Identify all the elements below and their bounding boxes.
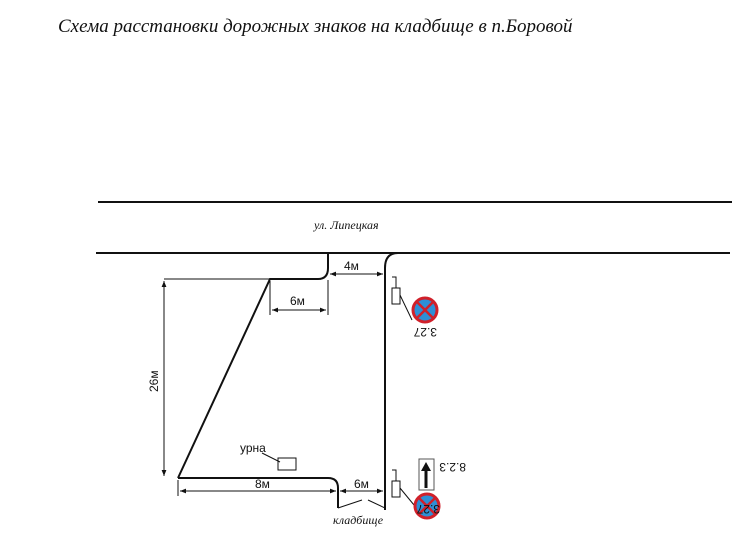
diagram-title: Схема расстановки дорожных знаков на кла… — [58, 16, 573, 37]
dim-top-width: 6м — [290, 294, 305, 308]
arrow-up-icon — [421, 462, 431, 488]
urn-box — [277, 457, 297, 471]
sign-code-bottom: 3.27 — [416, 502, 440, 516]
sign-code-top: 3.27 — [413, 325, 437, 339]
cemetery-road-edge — [384, 252, 399, 510]
dim-height: 26м — [147, 370, 161, 392]
street-label: ул. Липецкая — [313, 218, 379, 232]
sign-post-bottom — [391, 480, 401, 498]
no-stopping-sign-icon — [411, 296, 439, 324]
cemetery-label: кладбище — [333, 513, 384, 527]
sign-post-top — [391, 287, 401, 305]
dim-gap-top: 4м — [344, 259, 359, 273]
sign-code-plate: 8.2.3 — [439, 460, 466, 474]
urn-label: урна — [240, 441, 266, 455]
dim-gap-bottom: 6м — [354, 477, 369, 491]
sign-8-2-3-plate — [418, 458, 435, 491]
dim-bottom-width: 8м — [255, 477, 270, 491]
no-stopping-sign-icon — [413, 492, 441, 520]
parking-bottom-edge — [178, 477, 339, 508]
parking-area-outline — [177, 253, 329, 479]
